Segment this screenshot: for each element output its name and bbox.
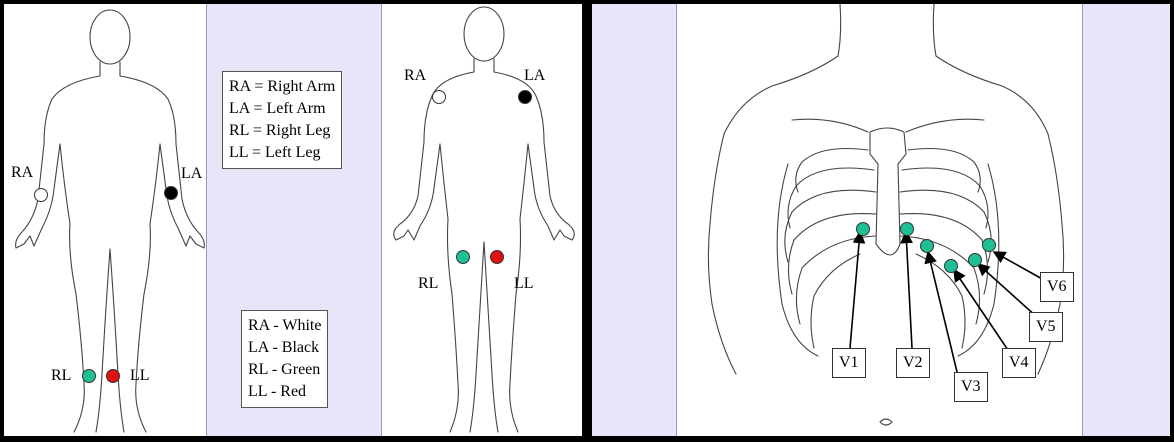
color-legend: RA - White LA - Black RL - Green LL - Re… [241,310,328,408]
v1-label: V1 [832,348,866,378]
ra-label-back: RA [404,68,426,84]
v1-electrode [856,222,870,236]
v2-label: V2 [896,348,930,378]
legend-item: RL - Green [248,359,321,381]
ll-electrode-back [490,250,504,264]
rl-label-back: RL [418,276,438,292]
la-electrode-back [518,90,532,104]
ra-electrode-front [34,188,48,202]
rl-electrode-back [456,250,470,264]
legend-item: LA - Black [248,337,321,359]
v3-label: V3 [954,372,988,402]
legend-item: RL = Right Leg [229,120,335,142]
ra-label-front: RA [11,165,33,181]
v2-electrode [900,222,914,236]
v3-electrode [920,239,934,253]
v5-label: V5 [1029,312,1063,342]
rl-electrode-front [82,369,96,383]
v5-electrode [968,253,982,267]
la-electrode-front [164,186,178,200]
legend-item: RA = Right Arm [229,76,335,98]
v6-label: V6 [1040,272,1074,302]
v6-electrode [982,238,996,252]
la-label-front: LA [181,166,202,182]
ra-electrode-back [432,90,446,104]
legend-item: LL - Red [248,381,321,403]
v4-label: V4 [1002,348,1036,378]
legend-item: RA - White [248,315,321,337]
legend-item: LL = Left Leg [229,142,335,164]
abbreviation-legend: RA = Right Arm LA = Left Arm RL = Right … [222,71,342,169]
chest-drawing [592,4,1170,436]
ll-label-back: LL [514,276,534,292]
limb-lead-panel: RA LA RL LL RA LA RL LL RA = Right Arm L… [4,4,582,436]
la-label-back: LA [524,68,545,84]
ll-electrode-front [106,369,120,383]
ll-label-front: LL [130,368,150,384]
legend-item: LA = Left Arm [229,98,335,120]
rl-label-front: RL [51,368,71,384]
v4-electrode [944,259,958,273]
chest-lead-panel: V1 V2 V3 V4 V5 V6 [592,4,1170,436]
